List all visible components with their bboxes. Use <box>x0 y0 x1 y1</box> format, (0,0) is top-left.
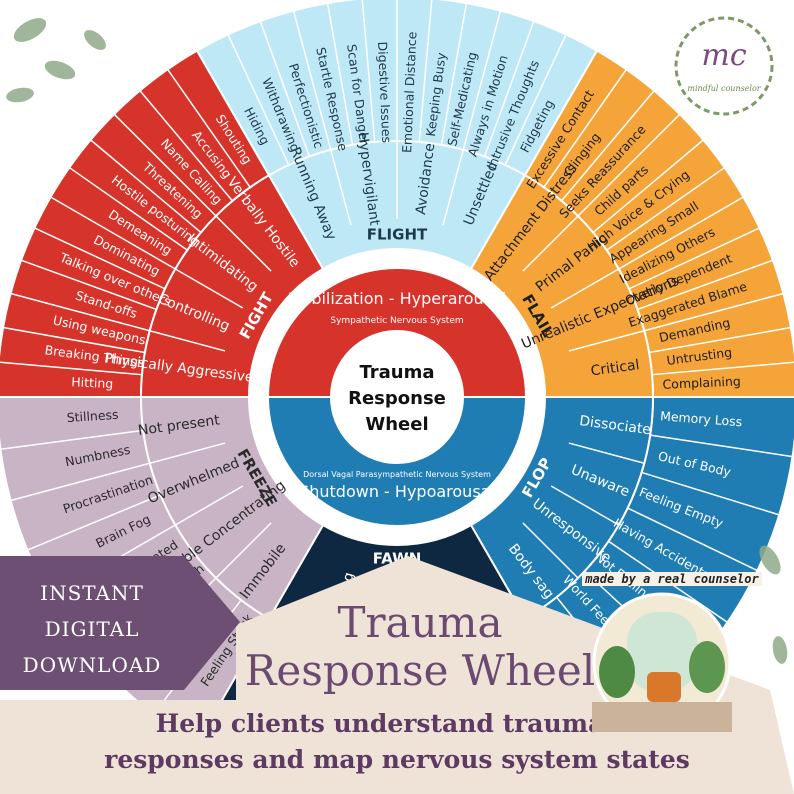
banner-line-3: DOWNLOAD <box>22 653 162 677</box>
outer-divider <box>641 471 780 516</box>
mid-divider <box>522 215 579 272</box>
room-photo <box>592 592 732 732</box>
outer-label-flight: Emotional Distance <box>399 31 419 153</box>
outer-divider <box>27 494 161 551</box>
outer-divider <box>637 259 774 311</box>
outer-divider <box>644 292 784 332</box>
outer-divider <box>418 0 433 143</box>
outer-divider <box>577 113 681 217</box>
outer-divider <box>68 166 188 251</box>
outer-divider <box>648 326 792 354</box>
outer-divider <box>650 434 793 458</box>
title-line-2: Response Wheel <box>244 646 596 695</box>
middle-ring-flail <box>469 173 655 398</box>
outer-divider <box>259 20 311 157</box>
sector-title-flight: FLIGHT <box>367 226 428 244</box>
outer-divider <box>0 429 144 450</box>
hyperarousal-label: Mobilization - Hyperarousal <box>288 289 507 308</box>
outer-divider <box>543 68 628 188</box>
subtitle-line-1: Help clients understand trauma <box>155 709 605 738</box>
outer-divider <box>560 90 655 202</box>
outer-divider <box>0 361 143 376</box>
mid-divider <box>568 330 645 352</box>
outer-label-flop: Memory Loss <box>660 408 743 429</box>
outer-divider <box>10 462 150 502</box>
mid-divider <box>550 268 620 309</box>
sector-flight: FLIGHT <box>195 0 599 271</box>
outer-divider <box>440 2 468 146</box>
outer-label-fight: Hitting <box>71 374 114 391</box>
outer-divider <box>361 0 376 143</box>
mid-divider <box>174 485 244 526</box>
center-title-line: Trauma <box>359 362 434 383</box>
outer-divider <box>292 10 332 150</box>
outer-divider <box>326 2 354 146</box>
outer-divider <box>483 20 535 157</box>
outer-label-flail: Complaining <box>662 373 741 391</box>
outer-divider <box>628 227 760 290</box>
center-disc <box>331 331 463 463</box>
outer-divider <box>606 166 726 251</box>
logo-letters: mc <box>701 38 747 73</box>
banner-line-2: DIGITAL <box>44 617 140 641</box>
outer-label-freeze: Stillness <box>66 407 119 425</box>
outer-divider <box>20 259 157 311</box>
sector-flail: FLAIL <box>469 49 794 398</box>
mid-divider <box>330 149 352 226</box>
outer-divider <box>627 507 758 572</box>
brand-logo: mc mindful counselor <box>668 10 780 122</box>
mid-divider <box>442 149 464 226</box>
mid-divider <box>522 522 579 579</box>
middle-ring-fight <box>139 173 325 398</box>
outer-divider <box>462 10 502 150</box>
outer-divider <box>166 68 251 188</box>
outer-divider <box>618 196 744 270</box>
outer-divider <box>50 196 176 270</box>
subtitle-line-2: responses and map nervous system states <box>104 745 690 774</box>
sector-fight: FIGHT <box>0 49 325 398</box>
center-title-line: Wheel <box>365 414 428 435</box>
mid-divider <box>174 268 244 309</box>
outer-divider <box>651 361 794 376</box>
outer-divider <box>227 34 290 166</box>
mid-divider <box>149 442 226 464</box>
outer-divider <box>592 139 704 234</box>
mid-divider <box>149 330 226 352</box>
logo-caption: mindful counselor <box>687 84 761 93</box>
parasympathetic-label: Dorsal Vagal Parasympathetic Nervous Sys… <box>303 470 491 479</box>
center-title-line: Response <box>348 388 446 409</box>
mid-label-flail: Critical <box>590 357 641 379</box>
outer-divider <box>139 90 234 202</box>
mid-divider <box>568 442 645 464</box>
hypoarousal-label: Shutdown - Hypoarousal <box>299 482 495 501</box>
mid-divider <box>215 215 272 272</box>
outer-divider <box>34 227 166 290</box>
sympathetic-label: Sympathetic Nervous System <box>330 316 463 326</box>
mid-divider <box>215 522 272 579</box>
mid-divider <box>550 485 620 526</box>
title-line-1: Trauma <box>337 598 503 647</box>
outer-divider <box>10 292 150 332</box>
outer-divider <box>113 113 217 217</box>
leaf-wreath-icon <box>674 16 774 116</box>
banner-line-1: INSTANT <box>40 581 144 605</box>
counselor-tagline: made by a real counselor <box>582 572 762 586</box>
outer-divider <box>504 34 567 166</box>
outer-divider <box>2 326 146 354</box>
middle-ring-freeze <box>139 396 325 621</box>
outer-label-flight: Digestive Issues <box>375 41 394 143</box>
outer-divider <box>90 139 202 234</box>
